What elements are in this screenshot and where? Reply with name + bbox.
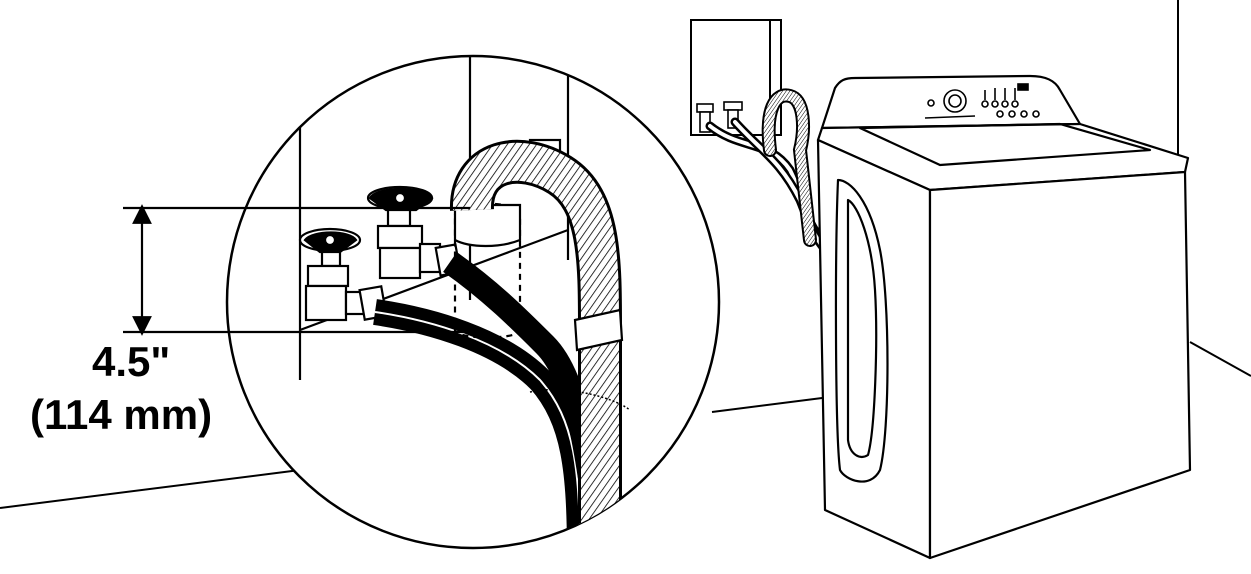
drain-hose (453, 142, 619, 548)
washing-machine (816, 74, 1192, 560)
dimension-lines (123, 204, 470, 336)
small-hoses (705, 88, 835, 260)
magnified-detail (225, 54, 721, 550)
dimension-label-mm: (114 mm) (30, 391, 213, 438)
faucet-right (366, 185, 442, 280)
dimension-label-inches: 4.5" (92, 338, 171, 385)
washer-controls (924, 83, 1040, 119)
faucet-left (298, 227, 366, 322)
